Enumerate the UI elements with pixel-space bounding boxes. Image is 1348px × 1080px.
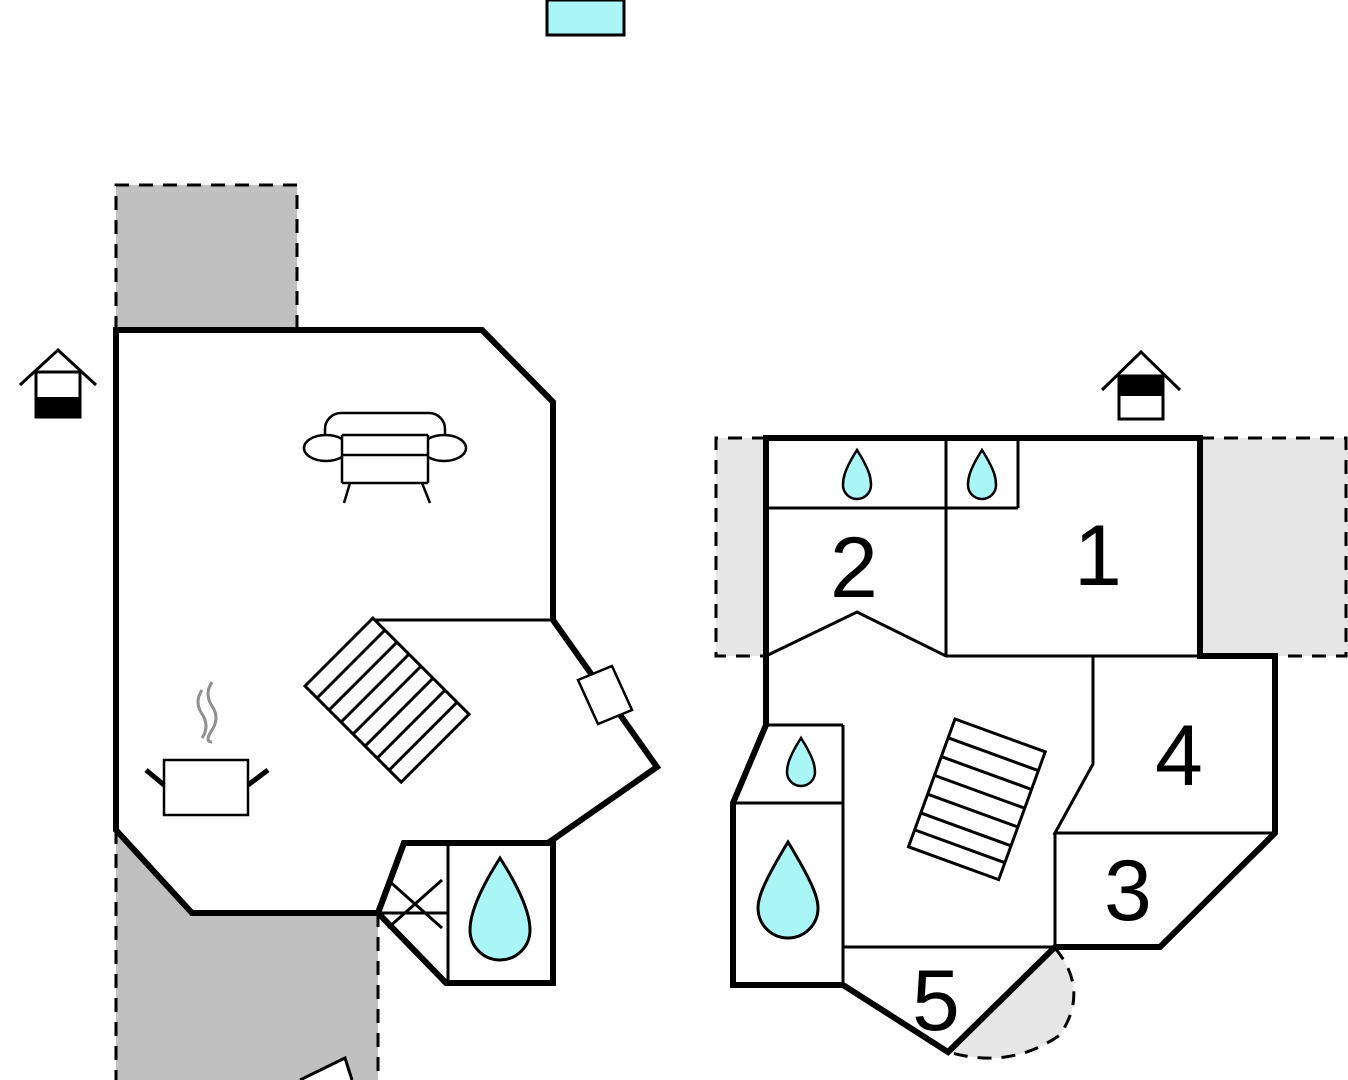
room-1-label: 1 <box>1074 508 1122 604</box>
terrace-right-east <box>1200 436 1348 658</box>
cooking-pot-icon <box>144 681 270 817</box>
window-icon <box>545 0 626 37</box>
terrace-bottom-left <box>114 830 380 1080</box>
right-building: 1 2 3 4 5 <box>730 349 1278 1056</box>
stairs-icon <box>302 615 472 785</box>
left-building <box>18 327 662 986</box>
room-5-label: 5 <box>912 953 960 1049</box>
water-drop-icon <box>756 839 820 940</box>
entrance-house-icon <box>1100 349 1182 421</box>
stairs-icon <box>906 717 1048 882</box>
room-3-label: 3 <box>1104 843 1152 939</box>
water-drop-icon <box>468 855 532 962</box>
water-drop-icon <box>841 447 873 501</box>
room-2-label: 2 <box>830 520 878 616</box>
water-drop-icon <box>966 447 998 501</box>
sofa-icon <box>302 411 468 504</box>
terrace-top-left <box>114 183 299 330</box>
entrance-house-icon <box>18 347 98 419</box>
water-drop-icon <box>785 735 817 788</box>
room-4-label: 4 <box>1155 708 1203 804</box>
window-icon <box>576 664 634 726</box>
terrace-right-west <box>714 436 766 658</box>
terrace-round-porch <box>947 947 1076 1060</box>
